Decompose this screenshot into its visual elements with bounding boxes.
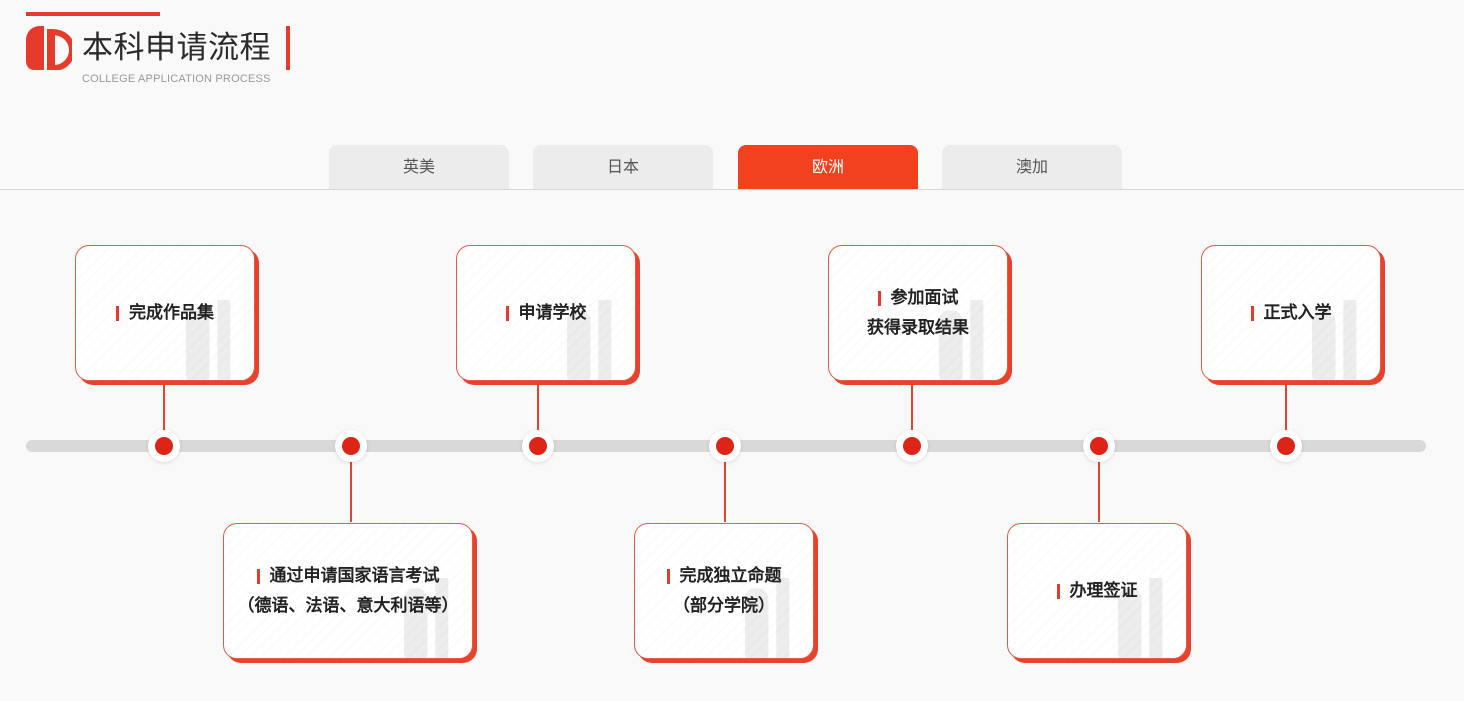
brand-logo-icon xyxy=(26,26,72,70)
step-label: 正式入学 xyxy=(1263,303,1332,323)
step-label: 办理签证 xyxy=(1069,581,1138,601)
tabs-divider xyxy=(0,189,1464,190)
tab-aus-can[interactable]: 澳加 xyxy=(942,145,1122,189)
header-accent-bar xyxy=(26,12,160,16)
step-label-sub: （德语、法语、意大利语等） xyxy=(237,596,459,616)
timeline-dot xyxy=(709,430,741,462)
timeline-connector xyxy=(1285,382,1287,444)
timeline-connector xyxy=(911,382,913,444)
tab-europe[interactable]: 欧洲 xyxy=(738,145,918,189)
timeline-dot xyxy=(148,430,180,462)
page-subtitle: COLLEGE APPLICATION PROCESS xyxy=(82,73,271,85)
timeline-connector xyxy=(724,446,726,522)
step-marker xyxy=(505,305,509,321)
watermark-logo-icon xyxy=(1312,300,1357,380)
timeline-connector xyxy=(350,446,352,522)
step-label: 通过申请国家语言考试 xyxy=(269,566,440,586)
step-label-sub: 获得录取结果 xyxy=(867,318,969,338)
step-card-language-exam[interactable]: 通过申请国家语言考试 （德语、法语、意大利语等） xyxy=(223,523,473,659)
timeline-connector xyxy=(537,382,539,444)
step-marker xyxy=(1056,583,1060,599)
page-title: 本科申请流程 xyxy=(82,30,271,66)
step-label: 完成作品集 xyxy=(129,303,214,323)
tab-uk-us[interactable]: 英美 xyxy=(329,145,509,189)
step-card-enrollment[interactable]: 正式入学 xyxy=(1201,245,1381,381)
watermark-logo-icon xyxy=(404,578,449,658)
step-marker xyxy=(877,290,881,306)
watermark-logo-icon xyxy=(186,300,231,380)
timeline-dot xyxy=(335,430,367,462)
step-card-apply-school[interactable]: 申请学校 xyxy=(456,245,636,381)
step-label: 参加面试 xyxy=(890,288,959,308)
watermark-logo-icon xyxy=(939,300,984,380)
watermark-logo-icon xyxy=(1118,578,1163,658)
step-card-visa[interactable]: 办理签证 xyxy=(1007,523,1187,659)
title-accent-bar xyxy=(286,26,290,70)
step-card-independent-topic[interactable]: 完成独立命题 （部分学院） xyxy=(634,523,814,659)
timeline-connector xyxy=(163,382,165,444)
step-marker xyxy=(116,305,119,321)
step-marker xyxy=(256,568,260,584)
step-label-sub: （部分学院） xyxy=(673,596,775,616)
step-label: 申请学校 xyxy=(518,303,587,323)
step-card-portfolio[interactable]: 完成作品集 xyxy=(75,245,255,381)
timeline-dot xyxy=(1270,430,1302,462)
step-label: 完成独立命题 xyxy=(679,566,782,586)
step-marker xyxy=(1250,305,1254,321)
timeline-dot xyxy=(1083,430,1115,462)
tab-japan[interactable]: 日本 xyxy=(533,145,713,189)
watermark-logo-icon xyxy=(745,578,790,658)
step-card-interview[interactable]: 参加面试 获得录取结果 xyxy=(828,245,1008,381)
step-marker xyxy=(666,568,670,584)
timeline-connector xyxy=(1098,446,1100,522)
region-tabs: 英美 日本 欧洲 澳加 xyxy=(0,145,1464,190)
timeline-dot xyxy=(896,430,928,462)
timeline-dot xyxy=(522,430,554,462)
watermark-logo-icon xyxy=(567,300,612,380)
